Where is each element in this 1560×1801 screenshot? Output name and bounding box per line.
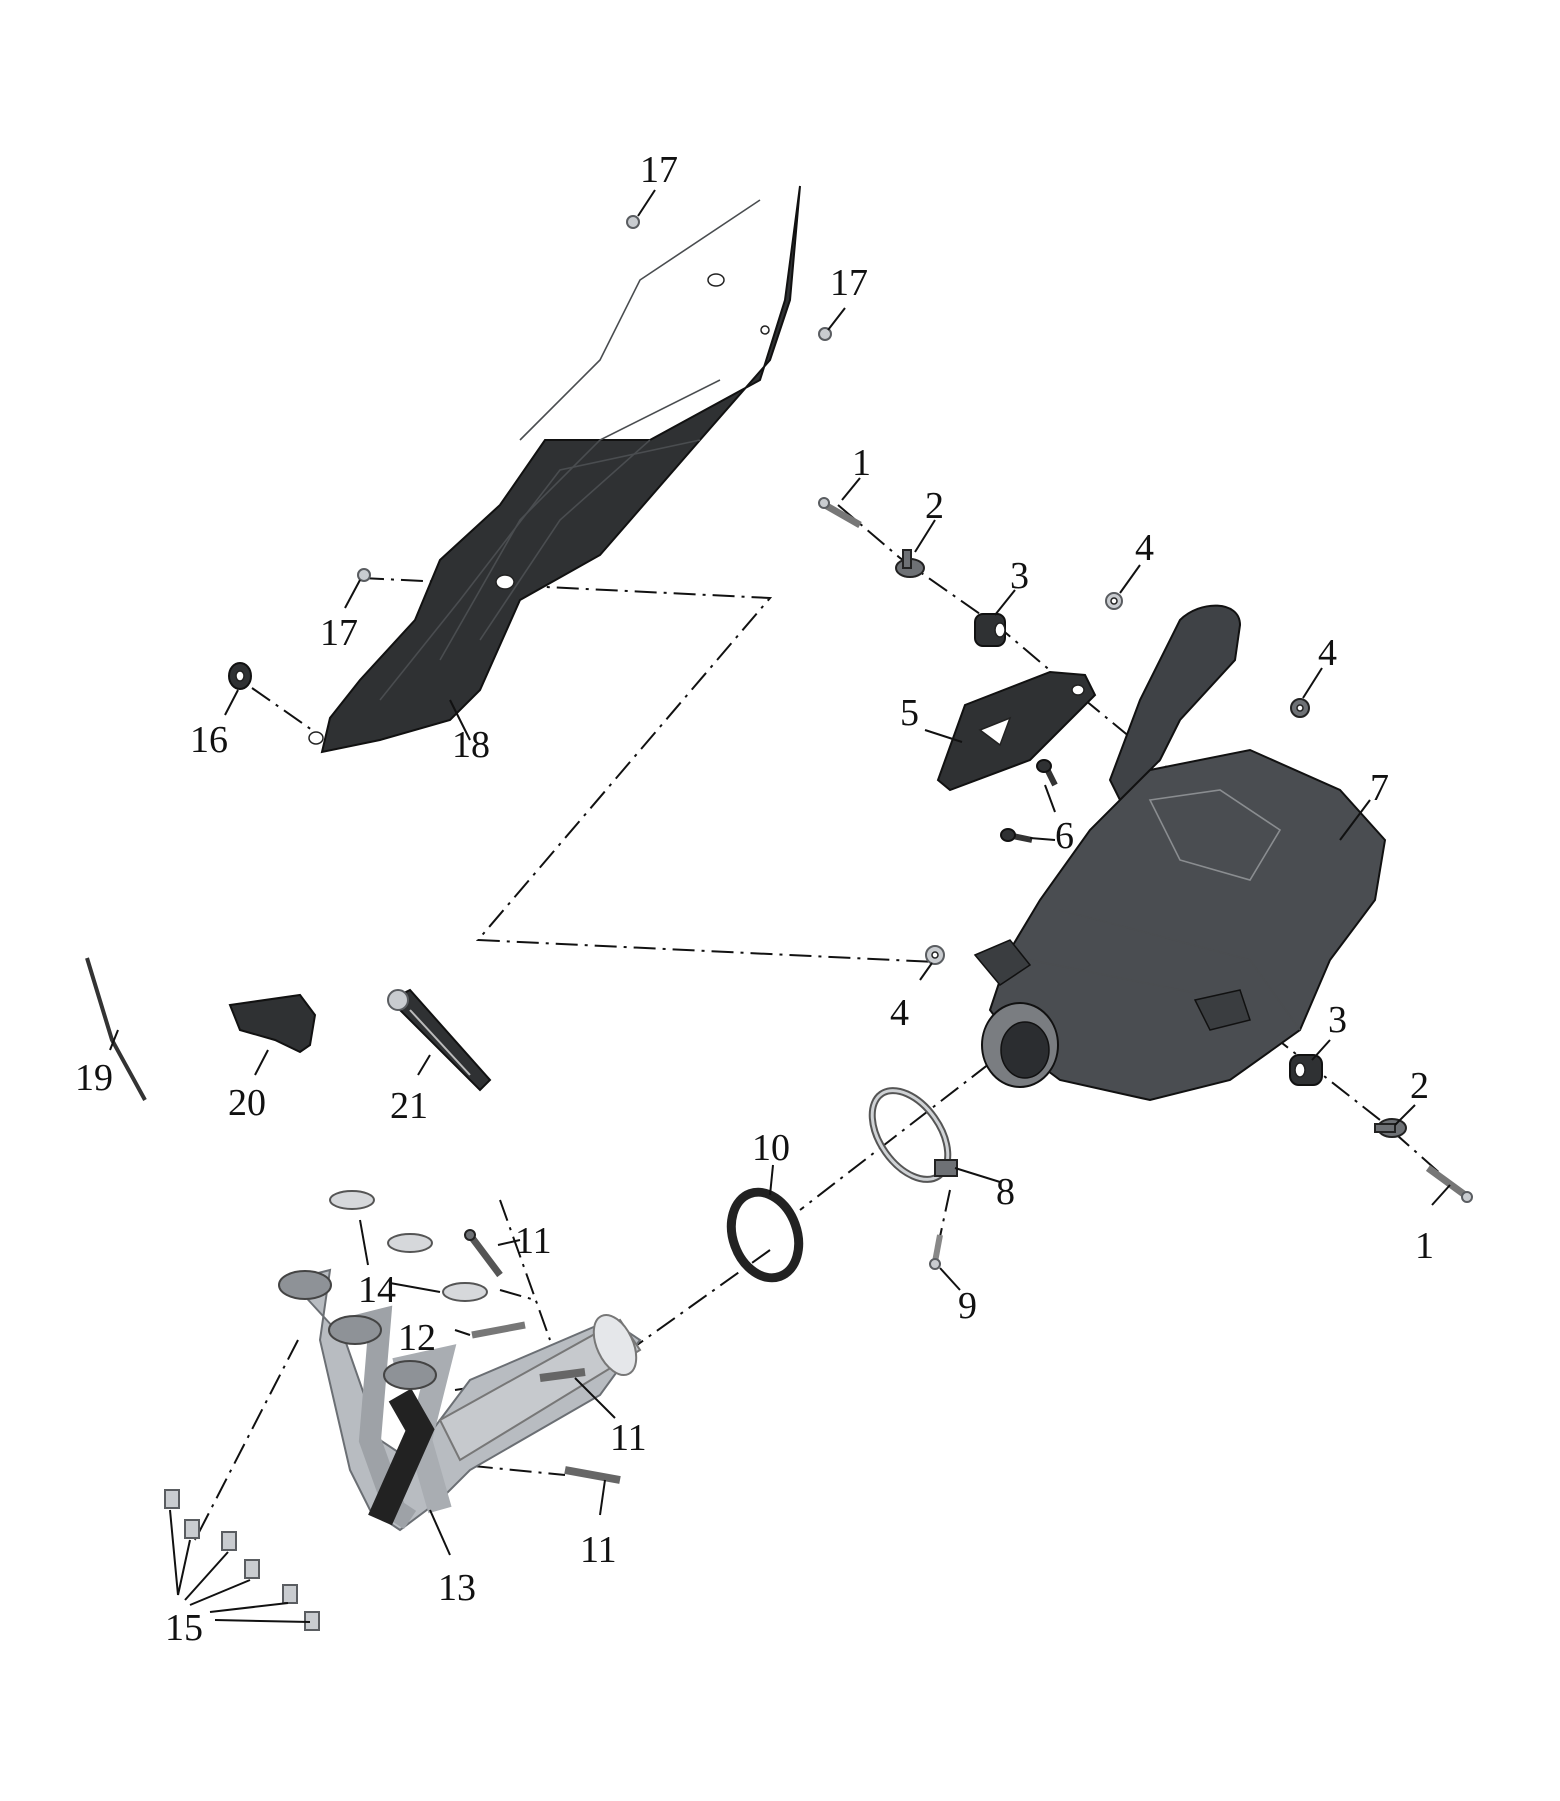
bolt-part-6-upper: [1036, 759, 1058, 787]
cable-tie-part-19: [85, 957, 147, 1101]
sensor-part-12: [471, 1321, 526, 1339]
bolt-part-1-upper: [818, 497, 862, 529]
washer-part-4-right: [1290, 698, 1310, 718]
callout-11-bottom: 11: [580, 1529, 617, 1571]
callout-18: 18: [452, 724, 490, 766]
callout-9: 9: [958, 1285, 977, 1327]
gaskets-part-14: [329, 1190, 488, 1302]
o2-sensor-part-11-middle: [539, 1368, 586, 1382]
rubber-bushing-part-3-lower: [1289, 1054, 1323, 1086]
bolt-part-6-lower: [1000, 828, 1033, 843]
callout-13: 13: [438, 1567, 476, 1609]
bolt-part-17-top: [626, 215, 640, 229]
washer-part-2-lower: [1374, 1118, 1407, 1138]
callout-17-top: 17: [640, 149, 678, 191]
bolt-part-17-left: [357, 568, 371, 582]
callout-16: 16: [190, 719, 228, 761]
heat-shield-part-18: [308, 185, 801, 754]
callout-2-lower: 2: [1410, 1065, 1429, 1107]
bolt-part-17-right: [818, 327, 832, 341]
nuts-part-15: [164, 1489, 320, 1631]
callout-10: 10: [752, 1127, 790, 1169]
callout-17-left: 17: [320, 612, 358, 654]
leader-lines: [109, 189, 1451, 1623]
exhaust-clamp-part-8: [868, 1087, 958, 1183]
mount-bracket-part-5: [936, 670, 1097, 792]
callout-4-right: 4: [1318, 632, 1337, 674]
washer-part-4-upper: [1105, 592, 1123, 610]
callout-14: 14: [358, 1269, 396, 1311]
o2-sensor-part-11-bottom: [564, 1466, 621, 1484]
callout-17-right: 17: [830, 262, 868, 304]
callout-21: 21: [390, 1085, 428, 1127]
callout-4-upper: 4: [1135, 527, 1154, 569]
callout-20: 20: [228, 1082, 266, 1124]
callout-2-upper: 2: [925, 485, 944, 527]
callout-8: 8: [996, 1171, 1015, 1213]
callout-1-upper: 1: [852, 442, 871, 484]
exhaust-header-part-13: [278, 1268, 642, 1532]
callout-3-upper: 3: [1010, 555, 1029, 597]
callout-6: 6: [1055, 815, 1074, 857]
callout-12: 12: [398, 1317, 436, 1359]
callout-labels: 17 17 17 1 2 3 4 4 4 5 6 7 16 18 19 20 2…: [75, 149, 1434, 1649]
washer-part-2-upper: [895, 549, 925, 578]
callout-15: 15: [165, 1607, 203, 1649]
bolt-part-1-lower: [1425, 1165, 1473, 1203]
callout-19: 19: [75, 1057, 113, 1099]
callout-4-lower: 4: [890, 992, 909, 1034]
callout-5: 5: [900, 692, 919, 734]
muffler-part-7: [973, 604, 1387, 1102]
washer-part-4-lower: [925, 945, 945, 965]
callout-11-middle: 11: [610, 1417, 647, 1459]
callout-1-lower: 1: [1415, 1225, 1434, 1267]
gasket-ring-part-10: [726, 1187, 804, 1283]
rubber-bushing-part-3-upper: [974, 613, 1006, 647]
o2-sensor-part-11-top: [464, 1229, 503, 1278]
callout-7: 7: [1370, 767, 1389, 809]
callout-11-top: 11: [515, 1220, 552, 1262]
callout-3-lower: 3: [1328, 999, 1347, 1041]
strap-part-21: [387, 988, 492, 1092]
clip-bracket-part-20: [228, 993, 317, 1054]
grommet-part-16: [228, 662, 252, 690]
clamp-bolt-part-9: [929, 1234, 943, 1270]
